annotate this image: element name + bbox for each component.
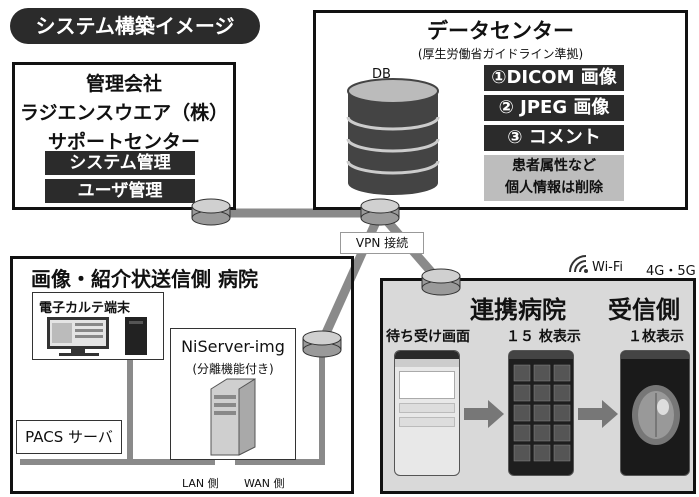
ehr-terminal-panel: 電子カルテ端末 [32, 292, 164, 360]
comment-item: ③ コメント [484, 125, 624, 151]
thumbnail-grid [513, 364, 571, 462]
wifi-label: Wi-Fi [592, 260, 624, 275]
privacy-note-line2: 個人情報は削除 [505, 180, 603, 196]
mgmt-line1: 管理会社 [85, 73, 162, 95]
privacy-note-line1: 患者属性など [512, 158, 596, 174]
wan-side-label: WAN 側 [244, 477, 285, 490]
screen1-label: 待ち受け画面 [386, 329, 470, 345]
privacy-note: 患者属性など 個人情報は削除 [484, 155, 624, 201]
phone-status-bar [395, 351, 459, 359]
phone-grid-screen [508, 350, 574, 476]
phone-list-item [399, 403, 455, 413]
lan-side-label: LAN 側 [182, 477, 219, 490]
jpeg-item: ② JPEG 画像 [484, 95, 624, 121]
screen2-label: １５ 枚表示 [506, 329, 581, 345]
arrow-right-icon [578, 400, 618, 428]
datacenter-panel: データセンター (厚生労働省ガイドライン準拠) DB ①DICOM 画像 ② J… [313, 10, 688, 210]
phone-single-screen [620, 350, 690, 476]
router-mgmt-icon [191, 198, 231, 226]
niserver-subtitle: (分離機能付き) [192, 362, 274, 376]
user-management-label: ユーザ管理 [45, 179, 195, 203]
mgmt-line3: サポートセンター [47, 131, 200, 153]
datacenter-subtitle: (厚生労働省ガイドライン準拠) [417, 47, 584, 61]
arrow-right-icon [464, 400, 504, 428]
phone-status-bar [621, 351, 689, 359]
server-icon [210, 378, 256, 456]
phone-status-bar [509, 351, 573, 359]
mobile-network-label: 4G・5G [646, 264, 696, 279]
niserver-panel: NiServer-img (分離機能付き) [170, 328, 296, 460]
management-company-panel: 管理会社 ラジエンスウエア（株） サポートセンター システム管理 ユーザ管理 [12, 62, 236, 210]
phone-standby-screen [394, 350, 460, 476]
receiving-title-right: 受信側 [608, 296, 680, 324]
router-datacenter-icon [360, 198, 400, 226]
router-sending-icon [302, 330, 342, 358]
sending-hospital-panel: 画像・紹介状送信側 病院 [10, 256, 354, 494]
phone-header [395, 359, 459, 367]
router-receiving-icon [421, 268, 461, 296]
wifi-icon [569, 255, 588, 273]
screen3-label: １枚表示 [628, 329, 684, 345]
receiving-title-left: 連携病院 [470, 296, 566, 324]
sending-hospital-title: 画像・紹介状送信側 病院 [31, 267, 258, 291]
dicom-item: ①DICOM 画像 [484, 65, 624, 91]
title-badge: システム構築イメージ [10, 8, 260, 44]
brain-scan-image [632, 385, 680, 445]
mgmt-line2: ラジエンスウエア（株） [19, 102, 229, 124]
database-icon [346, 78, 440, 195]
ehr-terminal-label: 電子カルテ端末 [39, 301, 131, 316]
phone-content [399, 371, 455, 399]
niserver-name: NiServer-img [181, 337, 285, 356]
vpn-label: VPN 接続 [340, 232, 424, 254]
system-management-label: システム管理 [45, 151, 195, 175]
pacs-server-box: PACS サーバ [16, 420, 122, 454]
datacenter-title: データセンター [427, 19, 574, 43]
pacs-label: PACS サーバ [25, 428, 113, 446]
computer-icon [47, 317, 147, 356]
phone-list-item [399, 417, 455, 427]
